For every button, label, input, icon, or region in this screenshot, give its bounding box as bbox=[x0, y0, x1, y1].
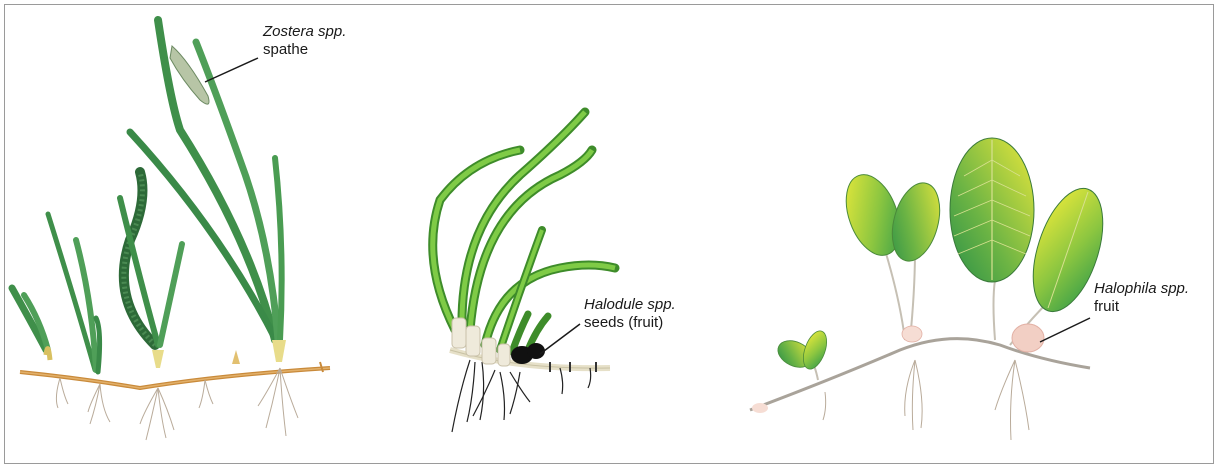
zostera-species-name: Zostera spp. bbox=[263, 23, 346, 41]
zostera-leader-line bbox=[205, 58, 258, 82]
halodule-label: Halodule spp. seeds (fruit) bbox=[584, 296, 676, 332]
halophila-leader-line bbox=[1040, 318, 1090, 342]
halophila-part-name: fruit bbox=[1094, 298, 1189, 316]
halodule-seed bbox=[527, 343, 545, 359]
halodule-leader-line bbox=[540, 324, 580, 354]
zostera-plant bbox=[12, 20, 330, 440]
halodule-plant bbox=[433, 112, 615, 432]
halophila-fruit bbox=[1012, 324, 1044, 352]
zostera-part-name: spathe bbox=[263, 41, 346, 59]
halodule-part-name: seeds (fruit) bbox=[584, 314, 676, 332]
halophila-plant bbox=[750, 138, 1116, 440]
halodule-species-name: Halodule spp. bbox=[584, 296, 676, 314]
halophila-roots bbox=[823, 360, 1029, 440]
halophila-species-name: Halophila spp. bbox=[1094, 280, 1189, 298]
halophila-label: Halophila spp. fruit bbox=[1094, 280, 1189, 316]
halophila-leaf bbox=[884, 178, 947, 267]
zostera-label: Zostera spp. spathe bbox=[263, 23, 346, 59]
